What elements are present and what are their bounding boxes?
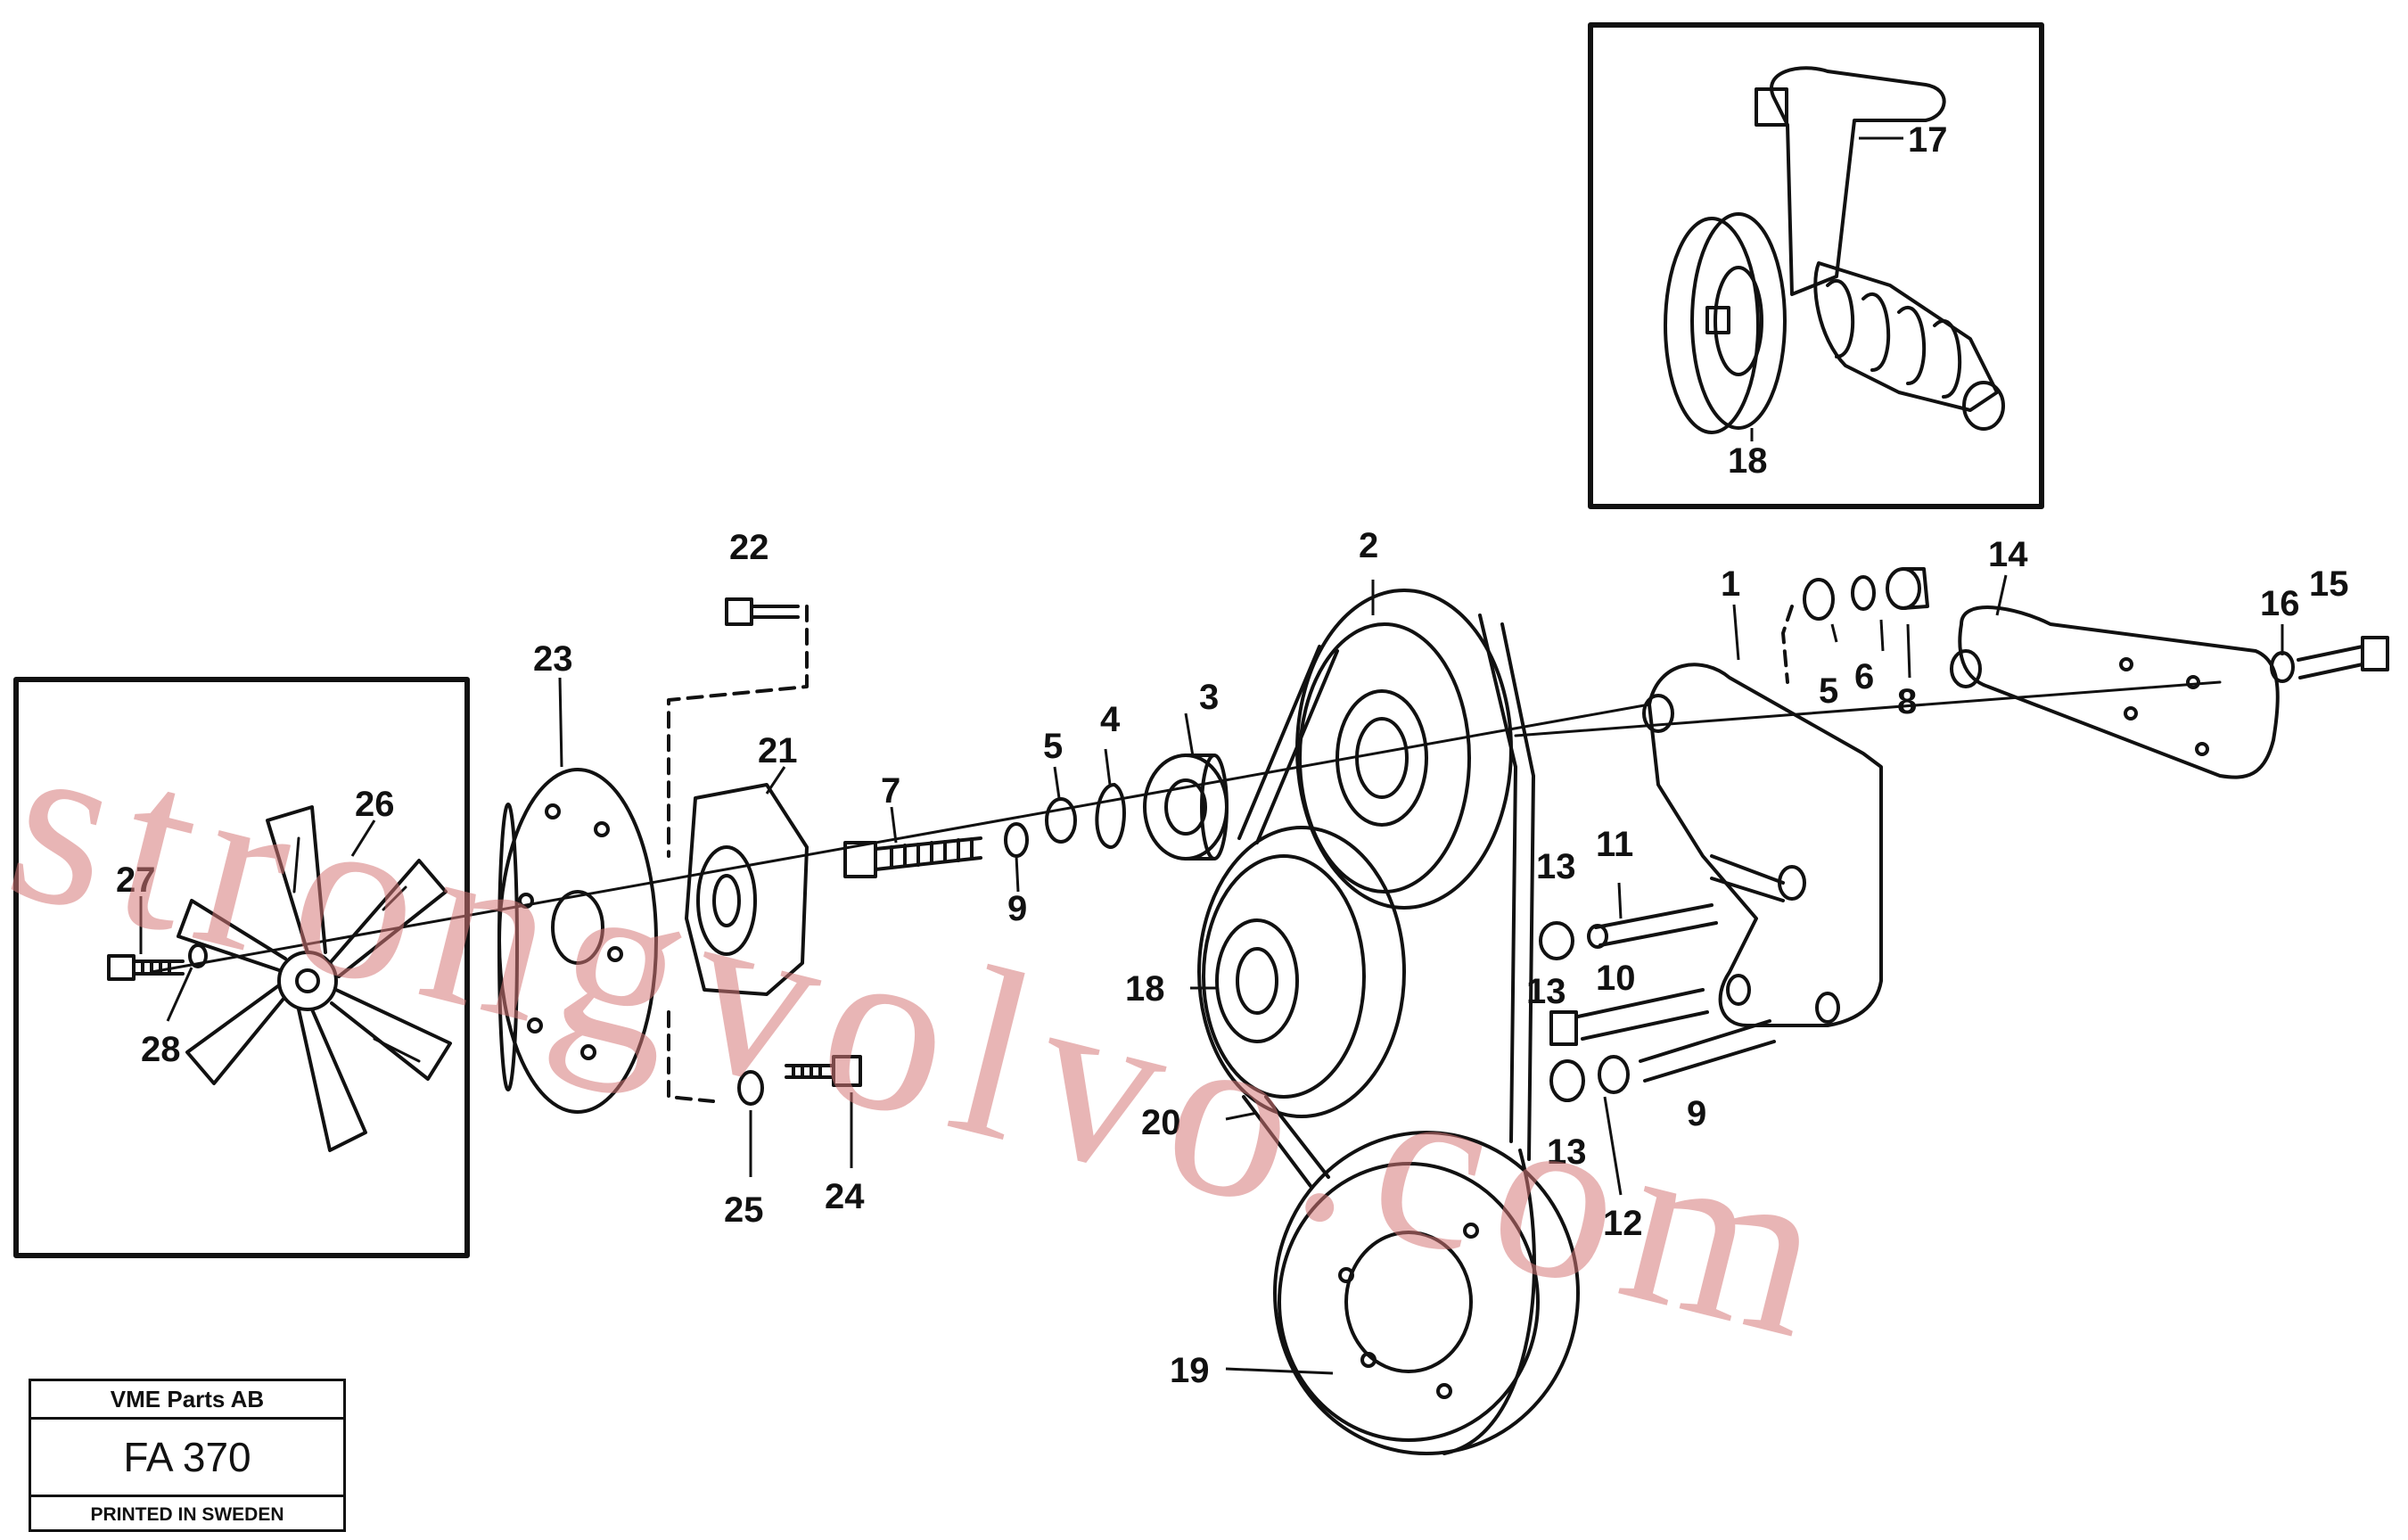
callout-7: 7 [881,771,900,811]
bolt-11 [1587,903,1718,949]
callout-18a: 18 [1728,441,1768,481]
pulley-18 [1197,826,1406,1118]
nut-8 [1886,567,1929,610]
callout-20: 20 [1141,1103,1181,1142]
bolt-9 [1598,1019,1776,1094]
bolt-24 [785,1055,862,1087]
bolt-10 [1549,988,1709,1046]
callout-15: 15 [2309,564,2349,604]
callout-24: 24 [825,1177,865,1216]
callout-16: 16 [2260,584,2300,623]
washer-6 [1851,575,1876,611]
company-name: VME Parts AB [31,1381,343,1420]
callout-22: 22 [729,528,769,567]
callout-14: 14 [1988,535,2028,574]
callout-11: 11 [1596,825,1633,864]
hub-21 [685,783,809,996]
callout-18b: 18 [1125,969,1165,1009]
callout-5a: 5 [1043,727,1063,766]
callout-25: 25 [724,1190,764,1230]
washer-25 [737,1070,764,1106]
callout-9b: 9 [1687,1094,1706,1133]
callout-3: 3 [1199,678,1219,717]
callout-17: 17 [1908,120,1948,160]
circlip-4 [1095,783,1126,849]
callout-4: 4 [1100,700,1121,739]
washer-5b [1803,578,1835,621]
callout-1: 1 [1721,564,1740,604]
cooling-fan [177,805,452,1152]
tensioner-assembly [1664,66,2005,434]
callout-27: 27 [116,861,156,900]
callout-13a: 13 [1536,847,1576,886]
callout-6: 6 [1854,657,1874,696]
nut-13-c [1549,1059,1585,1102]
callout-13b: 13 [1526,972,1566,1011]
callout-23: 23 [533,639,573,679]
callout-13c: 13 [1547,1132,1587,1172]
callout-12: 12 [1603,1204,1643,1243]
bolt-22 [725,597,800,626]
washer-5 [1045,797,1077,844]
drawing-code: FA 370 [31,1420,343,1497]
title-block: VME Parts AB FA 370 PRINTED IN SWEDEN [29,1379,346,1532]
callout-9a: 9 [1007,889,1027,928]
bearing-3 [1143,754,1229,861]
callout-21: 21 [758,731,798,770]
callout-26: 26 [355,785,395,824]
printed-in: PRINTED IN SWEDEN [90,1504,284,1525]
spacer-disc-23 [497,768,658,1114]
bracket-axis [1514,680,2222,737]
callout-28: 28 [141,1030,181,1069]
fan-detail-frame [13,677,470,1258]
callout-19: 19 [1170,1351,1210,1390]
pulley-19 [1273,1131,1580,1455]
washer-16 [2270,651,2295,683]
bolt-15 [2297,636,2389,679]
callout-8: 8 [1897,682,1917,721]
callout-10: 10 [1596,959,1636,998]
callout-5b: 5 [1819,671,1838,711]
bolt-7 [843,836,982,878]
bolt-27 [107,943,208,981]
arm-14 [1950,605,2280,779]
nut-13-a [1539,921,1574,960]
washer-9 [1004,822,1029,858]
bracket-1 [1642,663,1883,1027]
tensioner-detail-frame [1588,22,2044,509]
callout-2: 2 [1359,526,1378,565]
drive-belt-20 [1237,614,1536,1455]
